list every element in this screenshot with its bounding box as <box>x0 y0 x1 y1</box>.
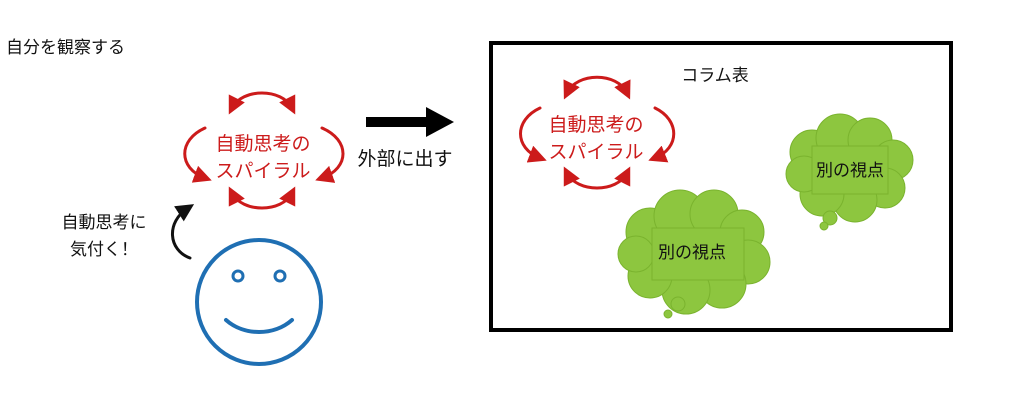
notice-label-line1: 自動思考に <box>62 213 147 233</box>
spiral-arrows-right-icon <box>519 75 676 190</box>
column-spiral-label-line1: 自動思考の <box>548 114 643 136</box>
externalize-label: 外部に出す <box>357 148 452 170</box>
bubble-2-text: 別の視点 <box>658 243 726 263</box>
thought-bubble-2: 別の視点 <box>617 189 771 319</box>
spiral-arrows-left-icon <box>183 91 345 210</box>
spiral-right: 自動思考の スパイラル <box>519 75 676 190</box>
notice-curve-arrow-icon <box>171 204 195 260</box>
externalize-arrow-icon <box>366 107 454 137</box>
notice-label-line2: 気付く！ <box>70 240 138 260</box>
spiral-left: 自動思考の スパイラル <box>183 91 345 210</box>
smiley-face-icon <box>195 238 323 366</box>
spiral-label-line2: スパイラル <box>215 160 310 182</box>
column-spiral-label-line2: スパイラル <box>548 141 643 163</box>
page-title: 自分を観察する <box>6 38 125 58</box>
thought-bubble-1: 別の視点 <box>785 113 914 231</box>
cloud-bubble-icon <box>785 113 914 231</box>
column-table-title: コラム表 <box>681 66 749 86</box>
cloud-bubble-icon <box>617 189 771 319</box>
bubble-1-text: 別の視点 <box>816 161 884 181</box>
spiral-label-line1: 自動思考の <box>215 133 310 155</box>
